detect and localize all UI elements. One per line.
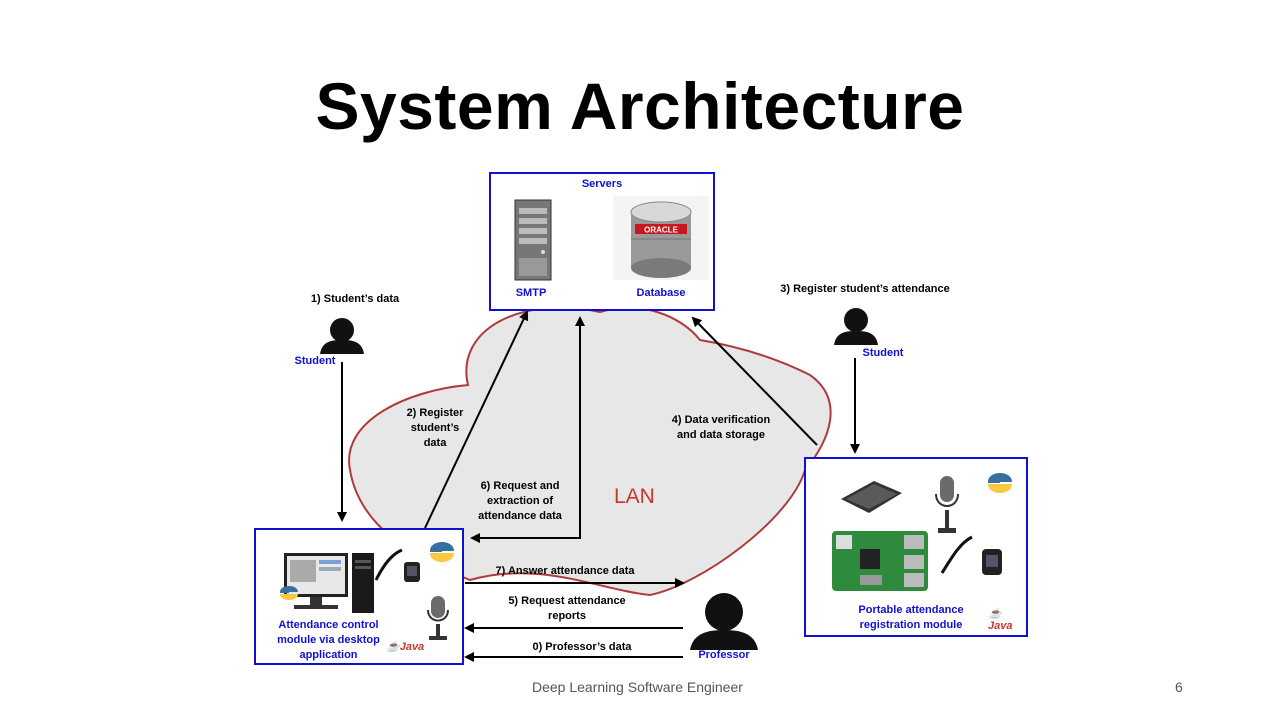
database-label: Database xyxy=(636,287,686,299)
servers-box: Servers SMTP ORACLE Database xyxy=(489,172,715,311)
desktop-module-label: Attendance control module via desktop ap… xyxy=(277,619,380,661)
arrow-portable-to-servers xyxy=(691,316,818,446)
slide-title: System Architecture xyxy=(315,69,965,143)
python-logo-icon-left-small xyxy=(280,586,298,600)
python-logo-icon-left xyxy=(430,542,454,562)
arrow-db-to-desktop xyxy=(470,322,581,543)
lan-label: LAN xyxy=(614,485,655,508)
raspberry-pi-board-icon xyxy=(832,531,928,591)
page-number: 6 xyxy=(1175,679,1183,695)
java-logo-right: ☕Java xyxy=(988,608,1013,632)
step-0-label: 0) Professor’s data xyxy=(532,641,632,653)
microphone-icon-left xyxy=(427,596,449,640)
fingerprint-reader-icon-right xyxy=(940,535,1002,575)
database-icon: ORACLE xyxy=(613,196,709,280)
java-cup-icon: ☕ xyxy=(988,608,1002,620)
portable-module-box: Portable attendance registration module … xyxy=(804,457,1028,637)
smtp-server-icon xyxy=(514,199,552,281)
professor-label: Professor xyxy=(698,649,750,661)
java-cup-icon: ☕ xyxy=(386,641,400,653)
step-7-label: 7) Answer attendance data xyxy=(495,565,635,577)
oracle-brand: ORACLE xyxy=(644,226,678,235)
step-3-label: 3) Register student’s attendance xyxy=(780,283,950,295)
servers-label: Servers xyxy=(581,178,623,190)
step-2-label: 2) Register student’s data xyxy=(406,407,464,449)
smtp-label: SMTP xyxy=(515,287,547,299)
java-logo-left: ☕Java xyxy=(386,641,425,653)
student-left-icon xyxy=(320,318,364,354)
student-left-label: Student xyxy=(294,355,336,367)
fingerprint-reader-icon-left xyxy=(374,548,420,582)
step-1-label: 1) Student’s data xyxy=(310,293,400,305)
desktop-module-box: Attendance control module via desktop ap… xyxy=(254,528,464,665)
python-logo-icon-right xyxy=(988,473,1012,493)
student-right-icon xyxy=(834,308,878,345)
step-6-label: 6) Request and extraction of attendance … xyxy=(478,480,562,522)
step-5-label: 5) Request attendance reports xyxy=(508,595,626,622)
slide-footer: Deep Learning Software Engineer xyxy=(532,679,743,695)
student-right-label: Student xyxy=(862,347,904,359)
desktop-computer-icon xyxy=(284,553,374,613)
microphone-icon-right xyxy=(935,476,959,533)
touchscreen-display-icon xyxy=(841,481,902,513)
professor-icon xyxy=(690,593,758,650)
portable-module-label: Portable attendance registration module xyxy=(858,604,964,631)
step-4-label: 4) Data verification and data storage xyxy=(671,414,771,441)
arrow-desktop-to-smtp xyxy=(424,310,529,529)
